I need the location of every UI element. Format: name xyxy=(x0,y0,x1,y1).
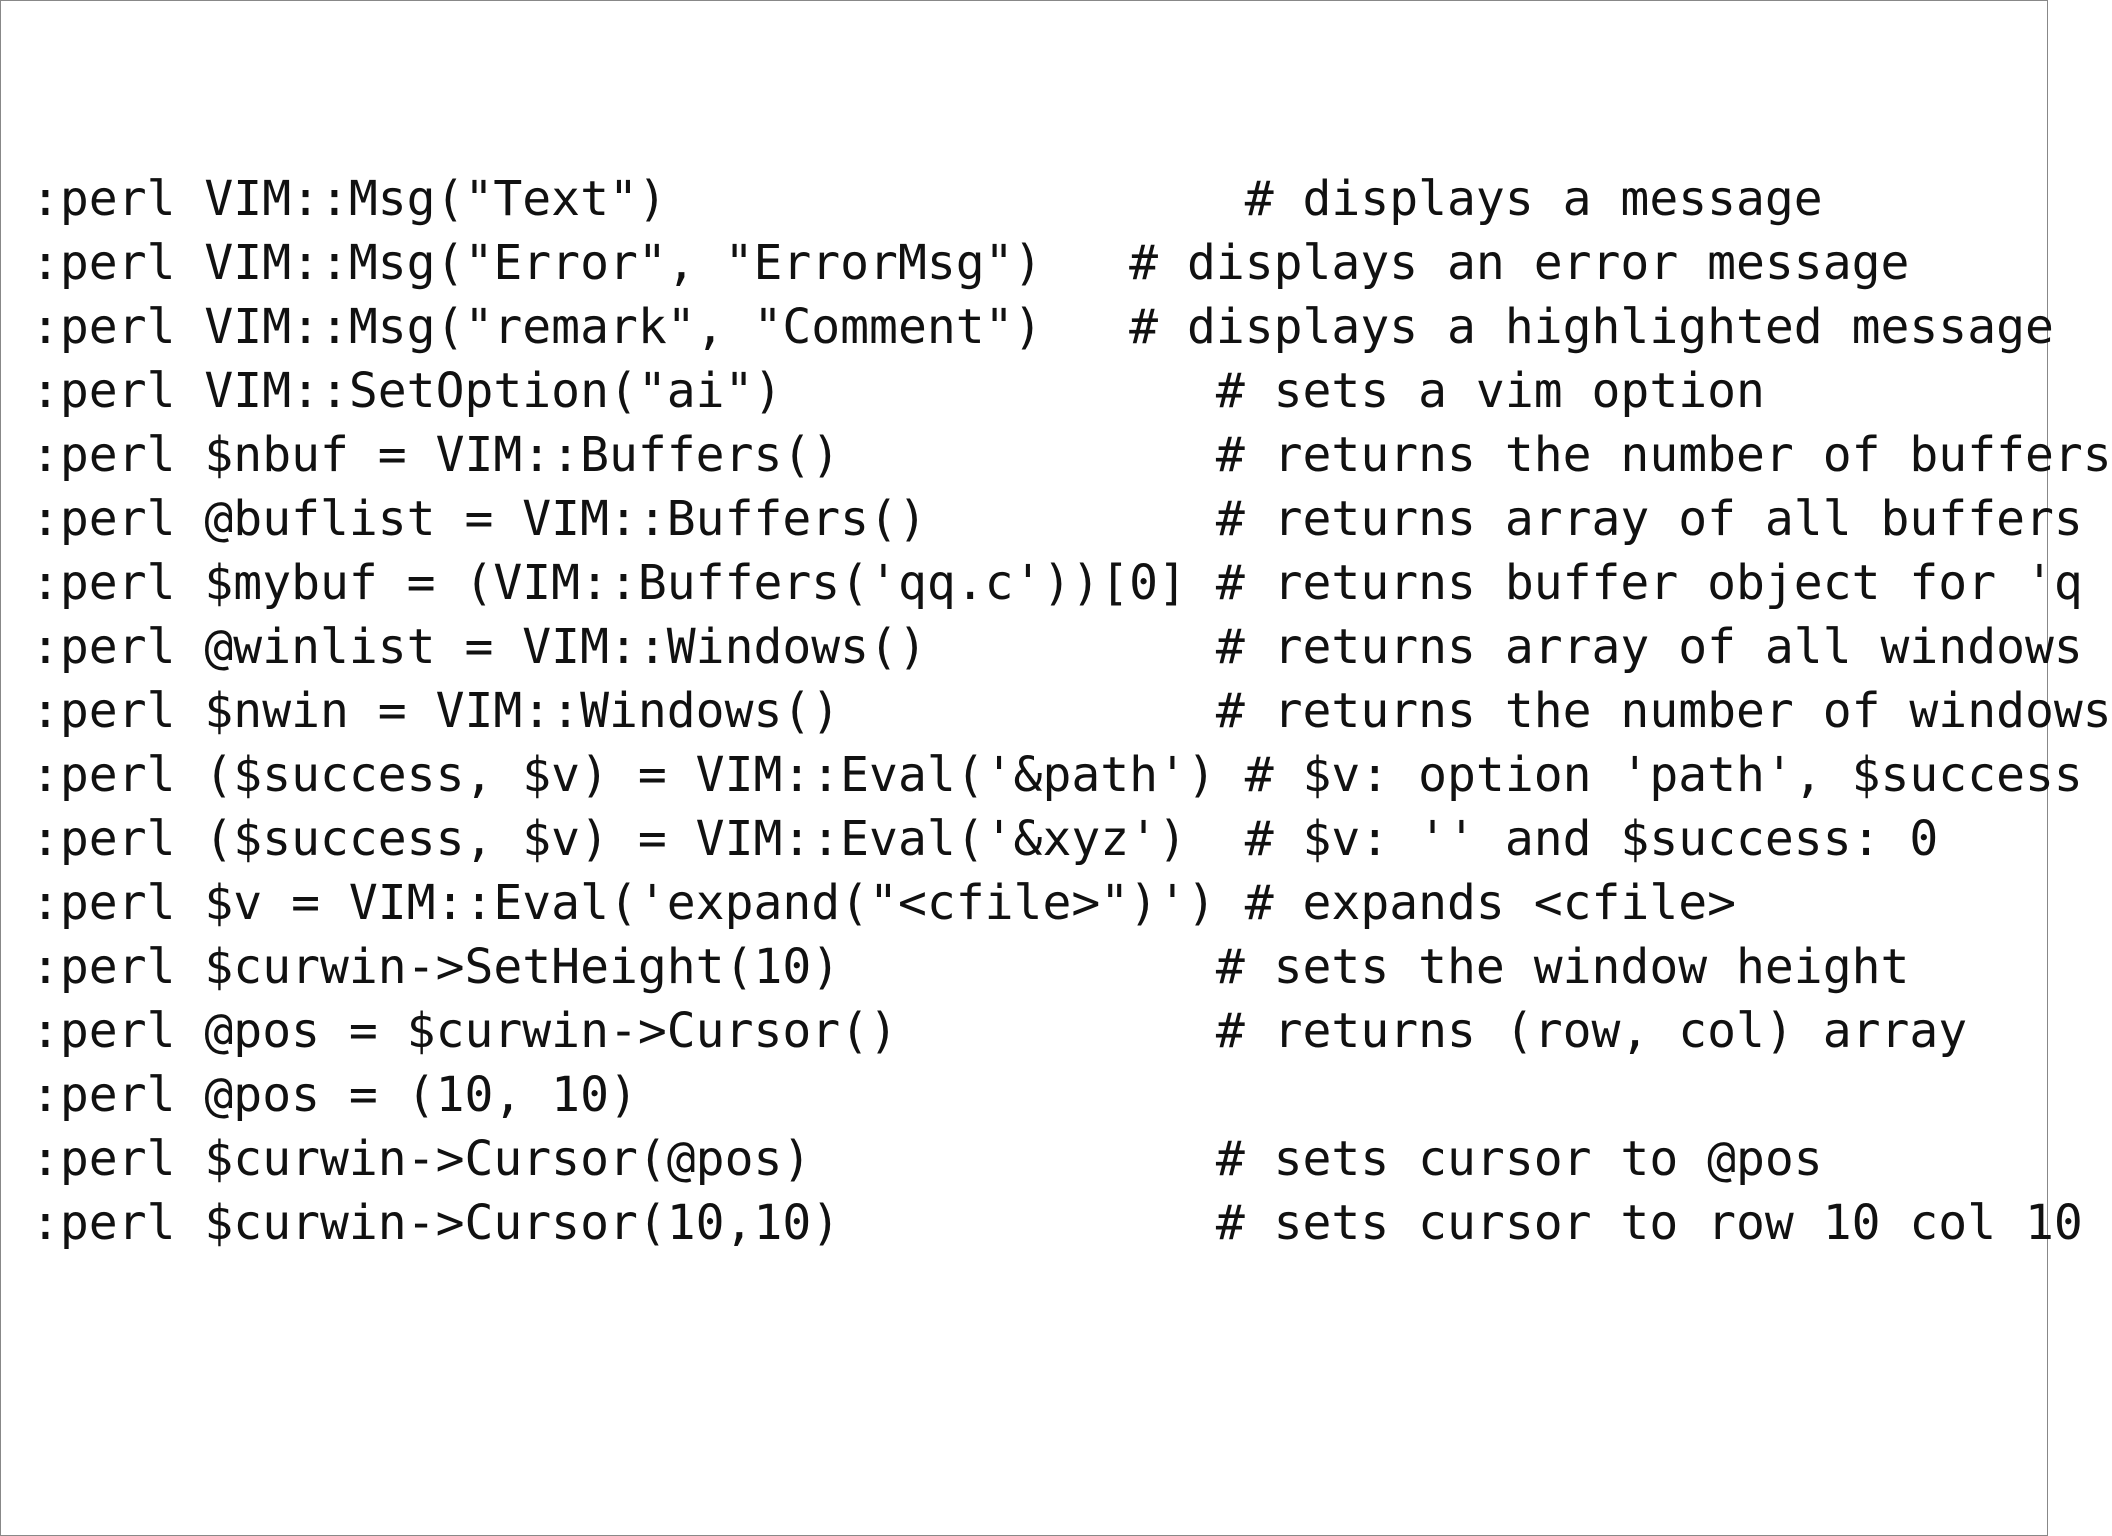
code-line-windows-list: :perl @winlist = VIM::Windows() # return… xyxy=(31,619,2083,675)
code-line-msg-remark: :perl VIM::Msg("remark", "Comment") # di… xyxy=(31,299,2054,355)
code-line-eval-xyz: :perl ($success, $v) = VIM::Eval('&xyz')… xyxy=(31,811,1939,867)
code-line-cursor-set-pos: :perl $curwin->Cursor(@pos) # sets curso… xyxy=(31,1131,1823,1187)
code-line-cursor-get: :perl @pos = $curwin->Cursor() # returns… xyxy=(31,1003,1968,1059)
code-line-pos-assign: :perl @pos = (10, 10) xyxy=(31,1067,638,1123)
code-line-setheight: :perl $curwin->SetHeight(10) # sets the … xyxy=(31,939,1910,995)
code-line-setoption: :perl VIM::SetOption("ai") # sets a vim … xyxy=(31,363,1765,419)
code-line-msg-error: :perl VIM::Msg("Error", "ErrorMsg") # di… xyxy=(31,235,1910,291)
code-line-buffers-list: :perl @buflist = VIM::Buffers() # return… xyxy=(31,491,2083,547)
code-line-buffers-count: :perl $nbuf = VIM::Buffers() # returns t… xyxy=(31,427,2112,483)
code-line-windows-count: :perl $nwin = VIM::Windows() # returns t… xyxy=(31,683,2112,739)
code-line-eval-path: :perl ($success, $v) = VIM::Eval('&path'… xyxy=(31,747,2083,803)
code-block: :perl VIM::Msg("Text") # displays a mess… xyxy=(31,167,2112,1255)
code-line-eval-expand: :perl $v = VIM::Eval('expand("<cfile>")'… xyxy=(31,875,1737,931)
code-line-cursor-set-values: :perl $curwin->Cursor(10,10) # sets curs… xyxy=(31,1195,2083,1251)
code-line-msg-text: :perl VIM::Msg("Text") # displays a mess… xyxy=(31,171,1823,227)
code-line-buffers-named: :perl $mybuf = (VIM::Buffers('qq.c'))[0]… xyxy=(31,555,2083,611)
